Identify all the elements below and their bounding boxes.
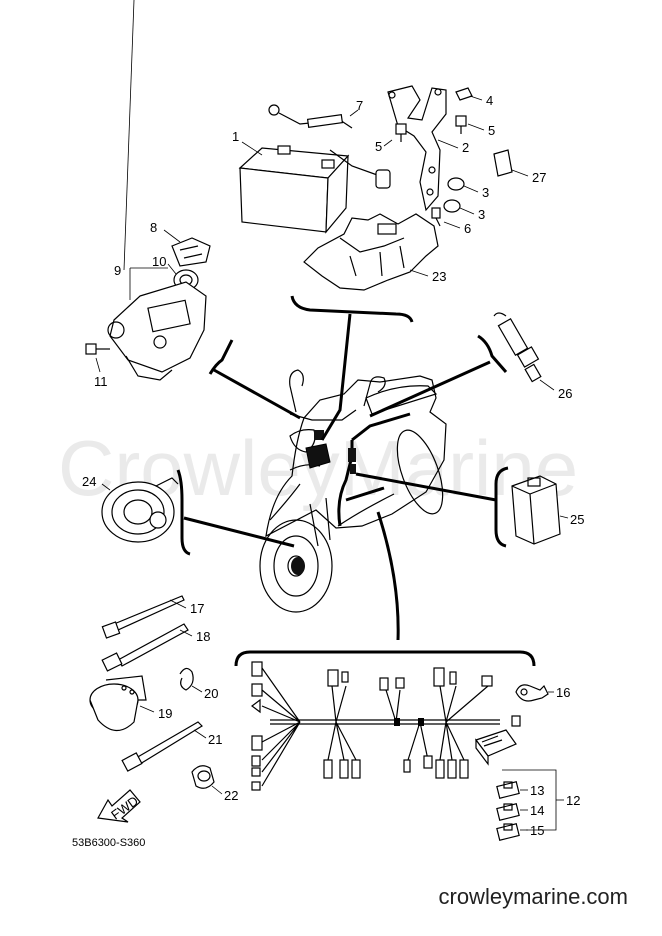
group-bracket-switch <box>208 339 234 375</box>
callout-5b: 5 <box>375 139 382 154</box>
grommet[interactable] <box>515 684 549 702</box>
battery-box[interactable] <box>303 213 439 291</box>
horn[interactable] <box>101 477 179 543</box>
callout-3a: 3 <box>482 185 489 200</box>
leader-relay <box>355 472 497 502</box>
fuse-13[interactable] <box>496 781 520 799</box>
oxygen-sensor[interactable] <box>493 312 542 383</box>
cable-tie-17[interactable] <box>101 595 185 639</box>
callout-9: 9 <box>114 263 121 278</box>
switch-bolt[interactable] <box>85 343 110 355</box>
callout-6: 6 <box>464 221 471 236</box>
drawing-code: 53B6300-S360 <box>72 837 145 849</box>
small-bracket[interactable] <box>493 149 513 177</box>
callout-25: 25 <box>570 512 584 527</box>
leader-horn <box>183 516 295 548</box>
callout-13: 13 <box>530 783 544 798</box>
callout-14: 14 <box>530 803 544 818</box>
callout-26: 26 <box>558 386 572 401</box>
bolt-left[interactable] <box>395 123 407 142</box>
callout-11: 11 <box>94 374 108 389</box>
callout-2: 2 <box>462 140 469 155</box>
main-switch[interactable] <box>107 281 207 381</box>
switch-highlight <box>314 430 324 440</box>
callout-19: 19 <box>158 706 172 721</box>
harness-on-scooter <box>337 412 411 527</box>
callout-8: 8 <box>150 220 157 235</box>
callout-20: 20 <box>204 686 218 701</box>
leader-sensor <box>369 360 491 418</box>
callout-12: 12 <box>566 793 580 808</box>
leader-switch <box>213 368 301 420</box>
relay-unit[interactable] <box>511 475 561 545</box>
group-bracket-horn <box>176 469 191 556</box>
callout-3b: 3 <box>478 207 485 222</box>
wire-harness[interactable] <box>251 661 521 791</box>
group-bracket-harness <box>234 650 536 667</box>
cable-tie-18[interactable] <box>101 623 189 672</box>
collar-upper[interactable] <box>447 177 465 191</box>
fwd-arrow: FWD <box>97 789 141 823</box>
callout-21: 21 <box>208 732 222 747</box>
fuse-14[interactable] <box>496 803 520 821</box>
battery[interactable] <box>238 145 350 234</box>
plate-part[interactable] <box>455 87 473 101</box>
group-bracket-sensor <box>477 334 508 373</box>
group-bracket-relay <box>494 466 509 548</box>
callout-1: 1 <box>232 129 239 144</box>
callout-5a: 5 <box>488 123 495 138</box>
cable-tie-21[interactable] <box>121 721 203 772</box>
clip-20[interactable] <box>179 667 194 691</box>
bolt-right[interactable] <box>455 115 467 134</box>
relay-highlight-2 <box>350 464 356 474</box>
callout-7: 7 <box>356 98 363 113</box>
screw[interactable] <box>431 207 441 227</box>
main-switch-cover[interactable] <box>171 237 211 267</box>
fuse-group-line <box>502 769 557 831</box>
callout-23: 23 <box>432 269 446 284</box>
callout-27: 27 <box>532 170 546 185</box>
callout-18: 18 <box>196 629 210 644</box>
callout-22: 22 <box>224 788 238 803</box>
collar-lower[interactable] <box>443 199 461 213</box>
leader-battery <box>320 313 352 441</box>
callout-17: 17 <box>190 601 204 616</box>
callout-4: 4 <box>486 93 493 108</box>
callout-16: 16 <box>556 685 570 700</box>
callout-10: 10 <box>152 254 166 269</box>
callout-15: 15 <box>530 823 544 838</box>
holder[interactable] <box>89 675 147 732</box>
callout-24: 24 <box>82 474 96 489</box>
scooter <box>259 369 447 613</box>
clamp-22[interactable] <box>191 765 215 789</box>
leader-harness <box>376 511 400 641</box>
fuse-15[interactable] <box>496 823 520 841</box>
footer-url[interactable]: crowleymarine.com <box>438 884 629 909</box>
horn-highlight <box>291 557 305 575</box>
battery-cable[interactable] <box>268 104 391 189</box>
group-bracket-top <box>290 295 414 323</box>
battery-bracket[interactable] <box>387 85 447 212</box>
ecu-highlight <box>305 443 331 469</box>
relay-highlight <box>348 448 356 462</box>
